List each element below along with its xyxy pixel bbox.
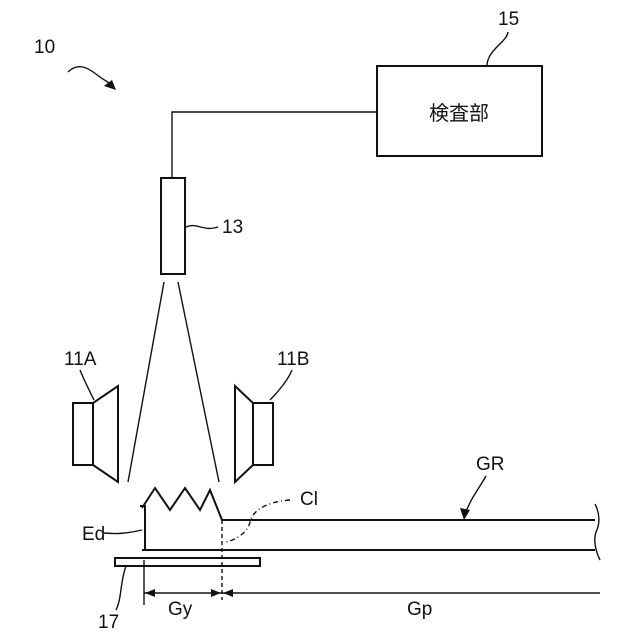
glass-break-line: [595, 504, 600, 560]
camera-cable: [172, 112, 377, 178]
glass-top-edge: [142, 488, 595, 520]
light-b-reflector: [235, 386, 253, 482]
device-leader: [68, 67, 114, 86]
view-line-left: [128, 282, 164, 482]
stage-leader: [116, 566, 126, 610]
label-light-b: 11B: [277, 349, 309, 370]
light-a-leader: [80, 370, 94, 400]
label-edge: Ed: [82, 524, 105, 545]
glass-left-end: [140, 506, 145, 550]
inspection-unit-leader: [487, 32, 508, 66]
label-stage: 17: [98, 612, 119, 633]
view-line-right: [178, 282, 219, 482]
dim-gp-arrow-left: [223, 589, 233, 597]
edge-leader: [104, 530, 142, 534]
camera-leader: [186, 226, 218, 229]
dim-gy-arrow-right: [211, 589, 221, 597]
light-a-body: [73, 403, 93, 465]
dim-gy-arrow-left: [145, 589, 155, 597]
label-device: 10: [34, 37, 55, 58]
label-glass: GR: [476, 454, 505, 475]
glass-arrowhead: [460, 508, 470, 520]
label-inspection-unit: 15: [498, 9, 519, 30]
label-camera: 13: [222, 217, 243, 238]
stage-plate: [115, 558, 260, 566]
light-b-leader: [270, 370, 292, 400]
light-a-reflector: [93, 386, 118, 482]
camera-body: [161, 178, 185, 274]
label-cl: Cl: [300, 489, 318, 510]
label-gy: Gy: [168, 599, 193, 620]
light-b-body: [253, 403, 273, 465]
label-light-a: 11A: [64, 349, 97, 370]
label-gp: Gp: [407, 599, 432, 620]
inspection-unit-label: 検査部: [429, 101, 489, 125]
glass-leader: [466, 476, 486, 512]
